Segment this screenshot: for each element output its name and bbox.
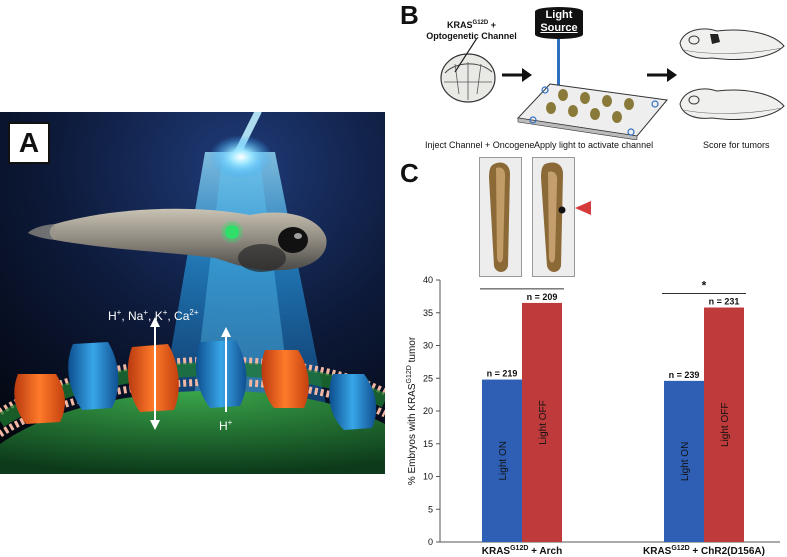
y-tick-label: 30 <box>423 341 433 351</box>
n-count-label: n = 239 <box>669 370 700 380</box>
y-axis-label: % Embryos with KRASG12D tumor <box>406 336 418 485</box>
significance-marker: * <box>702 279 707 293</box>
embryo-photo-no-tumor <box>479 157 522 277</box>
blue-channel-center <box>195 340 247 408</box>
panel-a-label: A <box>8 122 50 164</box>
bar-light-on <box>664 380 704 542</box>
bar-series-label: Light OFF <box>720 403 731 447</box>
tadpole-drawings <box>679 28 785 120</box>
n-count-label: n = 209 <box>527 292 558 302</box>
bar-light-off <box>704 307 744 542</box>
bar-series-label: Light ON <box>680 442 691 481</box>
construct-label: KRASG12D + Optogenetic Channel <box>426 20 517 41</box>
panel-b-label: B <box>400 0 419 30</box>
step-score-label: Score for tumors <box>703 140 770 150</box>
y-tick-label: 10 <box>423 472 433 482</box>
y-tick-label: 25 <box>423 373 433 383</box>
arrow-icon <box>647 68 677 82</box>
n-count-label: n = 219 <box>487 369 518 379</box>
blue-channel-right <box>329 374 377 430</box>
orange-channel-center <box>127 344 179 412</box>
y-tick-label: 15 <box>423 439 433 449</box>
ion-species-label: H+, Na+, K+, Ca2+ <box>108 308 199 323</box>
multiwell-plate-drawing <box>516 83 668 140</box>
tumor-bar-chart: 0 5 10 15 20 25 30 35 40 % Embryos with KRASG12D … <box>406 275 780 557</box>
bar-series-label: Light ON <box>498 441 509 480</box>
step-light-label: Apply light to activate channel <box>534 140 654 150</box>
y-tick-label: 5 <box>428 504 433 514</box>
x-group-label: KRASG12D + Arch <box>482 545 562 557</box>
x-group-label: KRASG12D + ChR2(D156A) <box>643 545 765 557</box>
y-tick-label: 40 <box>423 275 433 285</box>
bar-light-on <box>482 379 522 542</box>
arrow-icon <box>502 68 532 82</box>
y-tick-label: 35 <box>423 308 433 318</box>
orange-channel-right <box>261 350 309 408</box>
orange-channel-left <box>14 374 65 424</box>
proton-label: H+ <box>219 418 233 433</box>
n-count-label: n = 231 <box>709 297 740 307</box>
y-tick-label: 20 <box>423 406 433 416</box>
light-beam-line <box>557 39 560 97</box>
embryo-photo-tumor <box>532 157 575 277</box>
optogenetic-tadpole-illustration <box>0 112 385 474</box>
panel-c-label: C <box>400 158 419 188</box>
frog-embryo-drawing <box>440 38 496 103</box>
bar-series-label: Light OFF <box>538 400 549 444</box>
tumor-arrowhead-icon <box>575 201 591 215</box>
y-tick-label: 0 <box>428 537 433 547</box>
panel-a-illustration <box>0 112 385 474</box>
bar-light-off <box>522 302 562 542</box>
blue-channel-left <box>68 342 119 410</box>
light-source: Light Source <box>535 7 583 39</box>
step-inject-label: Inject Channel + Oncogene <box>425 140 535 150</box>
